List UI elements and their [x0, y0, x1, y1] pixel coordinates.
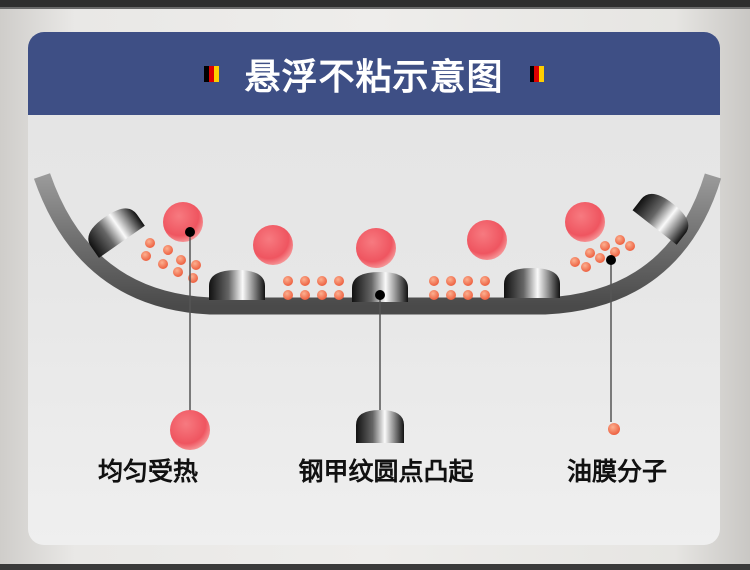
- legend-steel-dome: [356, 410, 404, 443]
- oil-molecule: [317, 290, 327, 300]
- oil-molecule: [446, 276, 456, 286]
- steel-dome-bump: [632, 193, 689, 245]
- oil-molecule: [615, 235, 625, 245]
- label-even-heating: 均匀受热: [97, 457, 199, 486]
- page-title: 悬浮不粘示意图: [244, 56, 504, 98]
- legend-oil-molecule: [608, 423, 620, 435]
- german-flag-icon: [529, 65, 544, 82]
- oil-molecule: [334, 276, 344, 286]
- oil-molecule: [429, 276, 439, 286]
- oil-molecule: [600, 241, 610, 251]
- oil-molecule: [446, 290, 456, 300]
- oil-molecule: [145, 238, 155, 248]
- pan-wall: [33, 173, 722, 315]
- oil-molecule: [300, 290, 310, 300]
- oil-molecule: [176, 255, 186, 265]
- bottom-frame-bar: [0, 564, 750, 570]
- label-steel-dots: 钢甲纹圆点凸起: [298, 457, 474, 486]
- oil-molecule: [610, 247, 620, 257]
- oil-molecule: [625, 241, 635, 251]
- oil-molecule: [158, 259, 168, 269]
- steel-dome-bump: [504, 268, 560, 298]
- oil-molecule: [595, 253, 605, 263]
- oil-molecule: [480, 276, 490, 286]
- food-ball: [565, 202, 605, 242]
- german-flag-icon: [204, 65, 219, 82]
- callout-lines: [189, 232, 612, 422]
- legend-food-ball: [170, 410, 210, 450]
- steel-dome-bump: [352, 272, 408, 302]
- oil-molecule: [300, 276, 310, 286]
- food-ball: [356, 228, 396, 268]
- oil-molecule: [317, 276, 327, 286]
- oil-molecule: [581, 262, 591, 272]
- steel-dome-bump: [209, 270, 265, 300]
- oil-molecule: [463, 276, 473, 286]
- pointer-dot: [375, 290, 385, 300]
- steel-dome-bump: [88, 208, 145, 258]
- oil-molecule: [585, 248, 595, 258]
- oil-molecule: [429, 290, 439, 300]
- label-oil-film: 油膜分子: [566, 457, 668, 486]
- oil-molecule: [334, 290, 344, 300]
- oil-molecule: [141, 251, 151, 261]
- header: 悬浮不粘示意图: [28, 32, 720, 115]
- pointer-dot: [185, 227, 195, 237]
- food-ball: [163, 202, 203, 242]
- oil-molecule: [173, 267, 183, 277]
- oil-molecule: [283, 290, 293, 300]
- oil-molecule: [463, 290, 473, 300]
- oil-molecule: [163, 245, 173, 255]
- oil-molecule: [480, 290, 490, 300]
- oil-molecule: [570, 257, 580, 267]
- food-ball: [253, 225, 293, 265]
- oil-molecule: [191, 260, 201, 270]
- pointer-dot: [606, 255, 616, 265]
- food-ball: [467, 220, 507, 260]
- oil-molecule: [283, 276, 293, 286]
- top-frame-bar: [0, 0, 750, 9]
